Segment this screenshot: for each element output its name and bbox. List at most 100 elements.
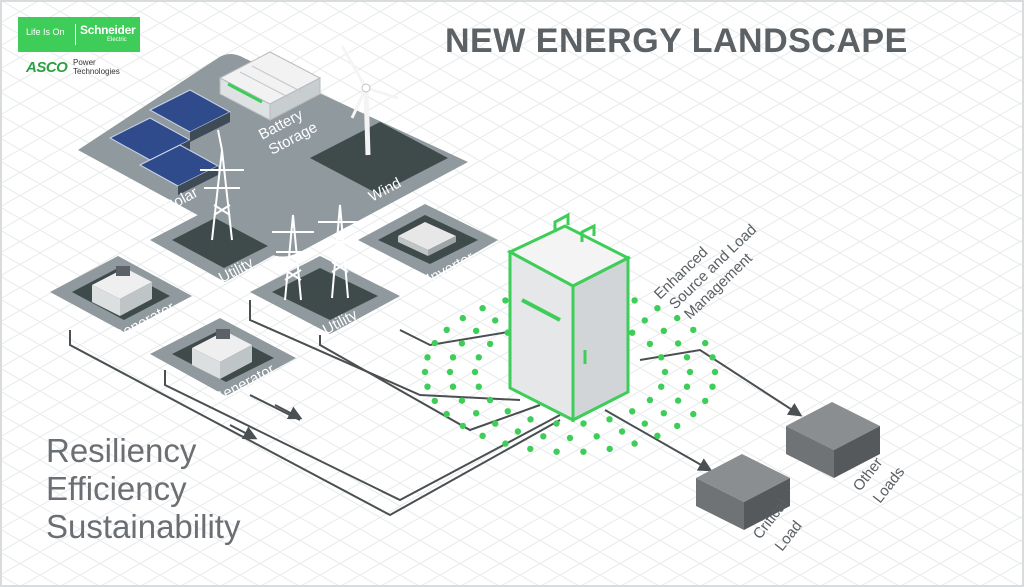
halo-dot [443, 326, 450, 334]
logo-tagline: Life Is On [26, 27, 65, 37]
halo-dot [458, 397, 466, 404]
schneider-electric-logo: Life Is On Schneider Electric [18, 17, 140, 52]
halo-dot [683, 354, 691, 361]
halo-dot [711, 368, 719, 376]
asco-brand: ASCO [26, 59, 68, 76]
halo-dot [641, 317, 648, 324]
solar-panels [108, 89, 232, 195]
logo-sub: Electric [107, 37, 127, 43]
generator-icon-1 [92, 266, 152, 316]
asco-sub-1: Power [73, 58, 96, 67]
halo-dot [593, 433, 600, 440]
renewables-platform: Solar Battery Storage Wind [78, 45, 468, 257]
utility-tile-2: Utility [250, 204, 400, 339]
halo-dot [473, 410, 480, 417]
halo-dot [683, 383, 691, 390]
slogan-list: Resiliency Efficiency Sustainability [46, 432, 240, 546]
halo-dot [690, 326, 697, 334]
slogan-efficiency: Efficiency [46, 470, 187, 507]
halo-dot [709, 383, 716, 390]
halo-dot [492, 420, 499, 427]
halo-dot [566, 434, 574, 442]
battery-racks [218, 51, 322, 121]
halo-dot [449, 383, 457, 390]
other-loads-box [786, 402, 880, 478]
halo-dot [540, 433, 547, 440]
halo-dot [473, 327, 480, 334]
halo-dot [443, 410, 450, 418]
halo-dot [646, 396, 654, 404]
halo-dot [660, 410, 667, 417]
halo-dot [502, 297, 509, 304]
critical-load-box [696, 454, 790, 530]
halo-dot [606, 416, 613, 423]
halo-dot [475, 383, 482, 390]
halo-dot [479, 432, 486, 439]
page-title: NEW ENERGY LANDSCAPE [445, 22, 908, 60]
halo-dot [702, 339, 709, 347]
halo-dot [475, 354, 482, 361]
halo-dot [674, 397, 682, 404]
halo-dot [486, 396, 494, 404]
halo-dot [459, 422, 466, 430]
halo-dot [654, 432, 661, 439]
halo-dot [486, 340, 494, 348]
slogan-resiliency: Resiliency [46, 432, 197, 469]
halo-dot [431, 397, 438, 405]
halo-dot [641, 420, 648, 427]
halo-dot [514, 428, 522, 435]
halo-dot [459, 314, 466, 322]
halo-dot [504, 408, 511, 415]
halo-dot [580, 420, 587, 427]
wind-turbine [340, 45, 399, 156]
halo-dot [674, 314, 681, 322]
halo-dot [449, 354, 457, 361]
halo-dot [654, 305, 661, 312]
halo-dot [421, 368, 429, 376]
pylon-icon [200, 129, 244, 241]
halo-dot [424, 354, 431, 361]
halo-dot [618, 428, 626, 435]
halo-dot [690, 410, 697, 418]
halo-dot [580, 448, 587, 455]
halo-dot [492, 317, 499, 324]
logo-separator [75, 24, 76, 45]
halo-dot [674, 340, 682, 347]
halo-dot [446, 368, 454, 376]
halo-dot [606, 445, 613, 453]
halo-dot [646, 340, 654, 348]
generator-icon-2 [192, 329, 252, 379]
halo-dot [686, 368, 694, 376]
halo-dot [424, 383, 431, 390]
halo-dot [553, 420, 560, 427]
halo-dot [527, 445, 534, 453]
halo-dot [658, 383, 665, 390]
management-controller [506, 212, 632, 423]
utility-tile-1: Utility [150, 129, 290, 287]
halo-dot [629, 329, 636, 336]
inverter-icon [398, 222, 456, 256]
halo-dot [702, 397, 709, 405]
wind-pad [310, 122, 448, 194]
inverter-tile: Inverter [358, 204, 498, 288]
halo-dot [661, 368, 669, 376]
halo-dot [502, 440, 509, 447]
halo-dot [471, 368, 479, 376]
halo-dot [553, 448, 560, 455]
halo-dot [631, 440, 638, 447]
pylon-icon-2 [272, 204, 362, 301]
asco-sub-2: Technologies [73, 67, 120, 76]
halo-dot [629, 408, 636, 415]
generator-tile-1: Generator [50, 256, 192, 346]
halo-dot [458, 340, 466, 347]
slogan-sustainability: Sustainability [46, 508, 241, 545]
halo-dot [709, 354, 716, 361]
halo-dot [658, 354, 665, 361]
halo-dot [527, 416, 534, 423]
halo-dot [431, 339, 438, 347]
halo-dot [631, 297, 638, 304]
halo-dot [674, 422, 681, 430]
logo-brand: Schneider [80, 23, 136, 37]
